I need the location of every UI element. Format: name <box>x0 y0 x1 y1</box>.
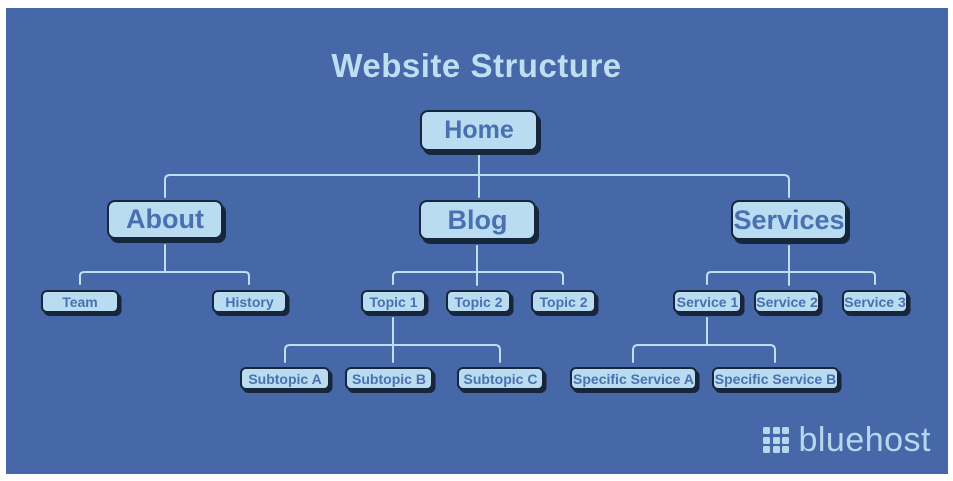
node-subtopic-c: Subtopic C <box>457 367 544 390</box>
node-service-2: Service 2 <box>754 290 820 313</box>
bluehost-logo: bluehost <box>763 423 931 457</box>
node-specific-service-a: Specific Service A <box>570 367 697 390</box>
node-history: History <box>212 290 287 313</box>
node-topic-2-duplicate: Topic 2 <box>531 290 596 313</box>
bluehost-wordmark: bluehost <box>798 421 931 459</box>
node-topic-1: Topic 1 <box>361 290 426 313</box>
node-subtopic-a: Subtopic A <box>240 367 330 390</box>
node-team: Team <box>41 290 119 313</box>
page-title: Website Structure <box>331 47 622 84</box>
bluehost-grid-icon <box>763 427 790 453</box>
node-blog: Blog <box>419 200 536 240</box>
node-service-1: Service 1 <box>673 290 742 313</box>
node-services: Services <box>731 200 847 240</box>
node-home: Home <box>420 110 538 151</box>
diagram-canvas <box>6 8 948 474</box>
node-subtopic-b: Subtopic B <box>345 367 433 390</box>
node-service-3: Service 3 <box>842 290 908 313</box>
node-topic-2: Topic 2 <box>446 290 511 313</box>
node-about: About <box>107 200 223 239</box>
node-specific-service-b: Specific Service B <box>712 367 839 390</box>
